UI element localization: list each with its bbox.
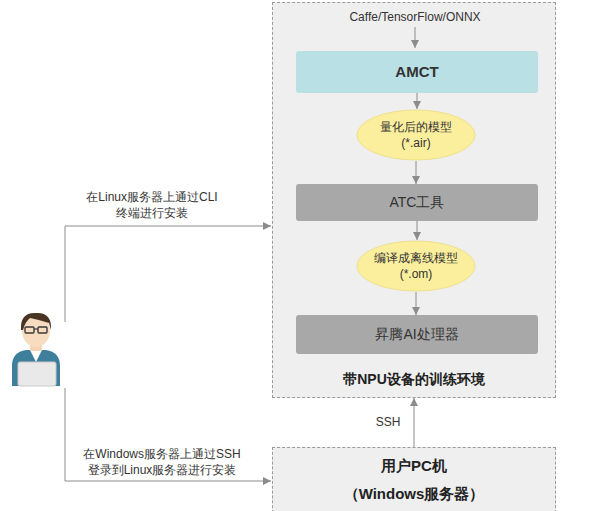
node-text: 昇腾AI处理器 [375,325,458,344]
flow-arrow [417,93,418,109]
edge-layer [414,93,417,447]
node-text: 用户PC机 [381,456,447,476]
processor-box: 昇腾AI处理器 [296,315,538,354]
user-icon [12,313,64,386]
install-note: 在Windows服务器上通过SSH 登录到Linux服务器进行安装 [62,446,262,478]
node-text: 量化后的模型 (*.air) [370,119,462,151]
user-head [22,315,50,347]
process-box: AMCT [296,51,538,93]
input-arrow [415,27,416,48]
edge-label: SSH [370,414,406,430]
model-ellipse: 编译成离线模型 (*.om) [356,240,476,292]
user-glasses [38,327,47,333]
node-text: AMCT [395,62,438,82]
icon-bg [14,322,64,386]
group-heading: 带NPU设备的训练环境 [273,370,555,389]
ellipse-shape [357,110,475,160]
ellipse-outline [356,240,476,292]
install-line [65,388,271,481]
model-ellipse: 量化后的模型 (*.air) [356,109,476,161]
user-pc-box: 用户PC机 （Windows服务器） [272,447,556,511]
install-line [65,226,271,322]
install-note: 在Linux服务器上通过CLI 终端进行安装 [72,189,232,221]
input-formats: Caffe/TensorFlow/ONNX [330,9,500,25]
ellipse-shape [357,241,475,291]
node-text: ATC工具 [390,193,445,212]
flow-arrow [416,161,417,184]
user-glasses [25,327,34,333]
user-collar [30,350,42,362]
user-body [12,350,60,386]
flow-arrow [414,398,415,447]
node-text: 编译成离线模型 (*.om) [366,250,466,282]
ellipse-outline [356,109,476,161]
user-neck [30,342,42,351]
flow-arrow [416,292,417,315]
laptop [18,362,56,386]
flow-arrow [417,221,418,240]
process-box: ATC工具 [296,184,538,221]
node-text: （Windows服务器） [344,484,485,504]
training-environment: 带NPU设备的训练环境 AMCT 量化后的模型 (*.air) ATC工具编译成离线模… [272,2,556,398]
user-hair [21,313,51,330]
layout-lines [65,27,415,481]
user-glasses [34,328,38,329]
